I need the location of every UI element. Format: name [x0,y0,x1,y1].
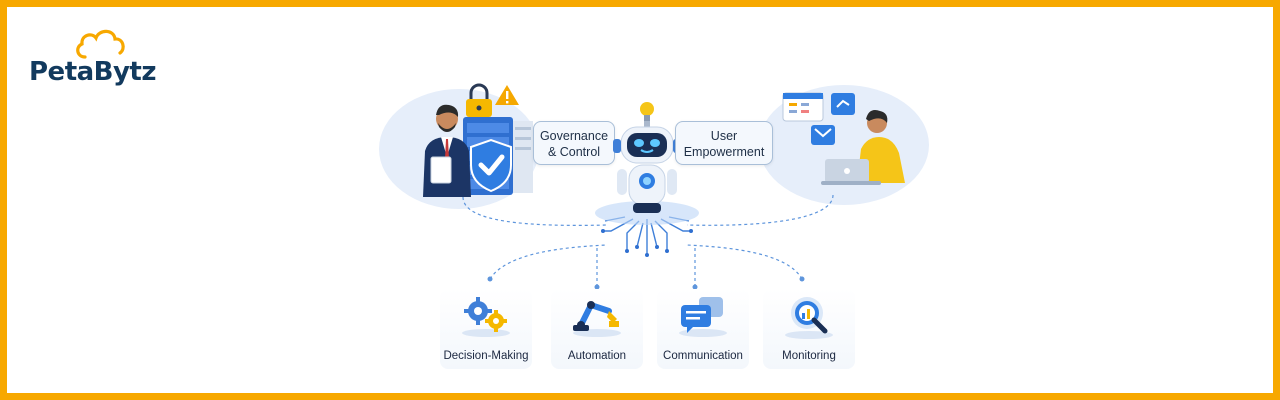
feature-card-decision-making[interactable]: Decision-Making [440,289,532,369]
magnifier-chart-icon [785,297,833,339]
ai-robot-figure [613,102,681,213]
padlock-icon [466,83,492,117]
businessman-figure [423,104,471,197]
cloud-logo-icon [76,29,125,59]
governance-scene [423,83,533,197]
feature-card-monitoring[interactable]: Monitoring [763,289,855,369]
callout-line-1: Governance [539,129,609,143]
callout-line-2: Empowerment [683,145,765,159]
brand-name: PetaBytz [29,57,157,87]
share-icon [831,93,855,115]
shield-check-icon [470,138,512,193]
user-scene [782,92,905,185]
feature-label: Decision-Making [443,350,529,362]
gears-icon [462,297,510,337]
feature-card-communication[interactable]: Communication [657,289,749,369]
robotic-arm-icon [573,301,621,337]
user-empowerment-callout: User Empowerment [675,121,773,165]
feature-label: Automation [567,350,627,362]
callout-line-1: User [710,129,738,143]
feature-label: Communication [663,350,743,362]
calendar-icon [782,92,824,122]
user-figure [821,110,905,185]
chat-bubbles-icon [679,297,727,337]
feature-label: Monitoring [782,350,836,362]
governance-control-callout: Governance & Control [533,121,615,165]
feature-card-automation[interactable]: Automation [551,289,643,369]
brand-logo[interactable]: PetaBytz [29,27,169,97]
callout-line-2: & Control [547,145,601,159]
email-icon [811,125,835,145]
warning-icon [495,85,519,105]
lightbulb-icon [640,102,654,121]
